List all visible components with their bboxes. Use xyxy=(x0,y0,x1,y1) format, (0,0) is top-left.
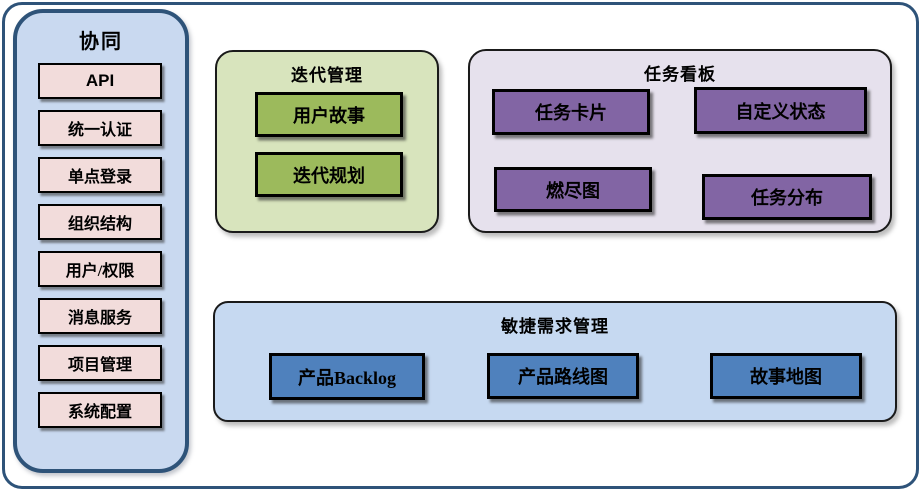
item-custom-status: 自定义状态 xyxy=(694,87,867,134)
item-story-map: 故事地图 xyxy=(710,353,862,399)
sidebar-item-single-sign-on: 单点登录 xyxy=(38,157,162,193)
item-task-card: 任务卡片 xyxy=(492,89,650,135)
item-user-story: 用户故事 xyxy=(255,92,403,137)
item-product-roadmap: 产品路线图 xyxy=(487,353,639,399)
sidebar-collaboration: 协同 API 统一认证 单点登录 组织结构 用户/权限 消息服务 项目管理 系统… xyxy=(13,9,189,473)
group-requirements-title: 敏捷需求管理 xyxy=(501,317,609,336)
sidebar-item-unified-auth: 统一认证 xyxy=(38,110,162,146)
sidebar-item-message-service: 消息服务 xyxy=(38,298,162,334)
item-burndown-chart: 燃尽图 xyxy=(494,167,652,212)
group-kanban-title: 任务看板 xyxy=(644,65,716,84)
sidebar-item-user-permissions: 用户/权限 xyxy=(38,251,162,287)
sidebar-title: 协同 xyxy=(79,31,123,53)
sidebar-item-api: API xyxy=(38,63,162,99)
item-task-distribution: 任务分布 xyxy=(702,174,872,220)
sidebar-item-project-management: 项目管理 xyxy=(38,345,162,381)
group-task-board: 任务看板 任务卡片 自定义状态 燃尽图 任务分布 xyxy=(468,49,892,233)
group-iteration-title: 迭代管理 xyxy=(291,66,363,85)
group-iteration-management: 迭代管理 用户故事 迭代规划 xyxy=(215,50,439,233)
group-agile-requirements: 敏捷需求管理 产品Backlog 产品路线图 故事地图 xyxy=(213,301,897,422)
item-product-backlog: 产品Backlog xyxy=(269,353,425,400)
sidebar-item-org-structure: 组织结构 xyxy=(38,204,162,240)
item-iteration-planning: 迭代规划 xyxy=(255,152,403,197)
sidebar-item-system-config: 系统配置 xyxy=(38,392,162,428)
